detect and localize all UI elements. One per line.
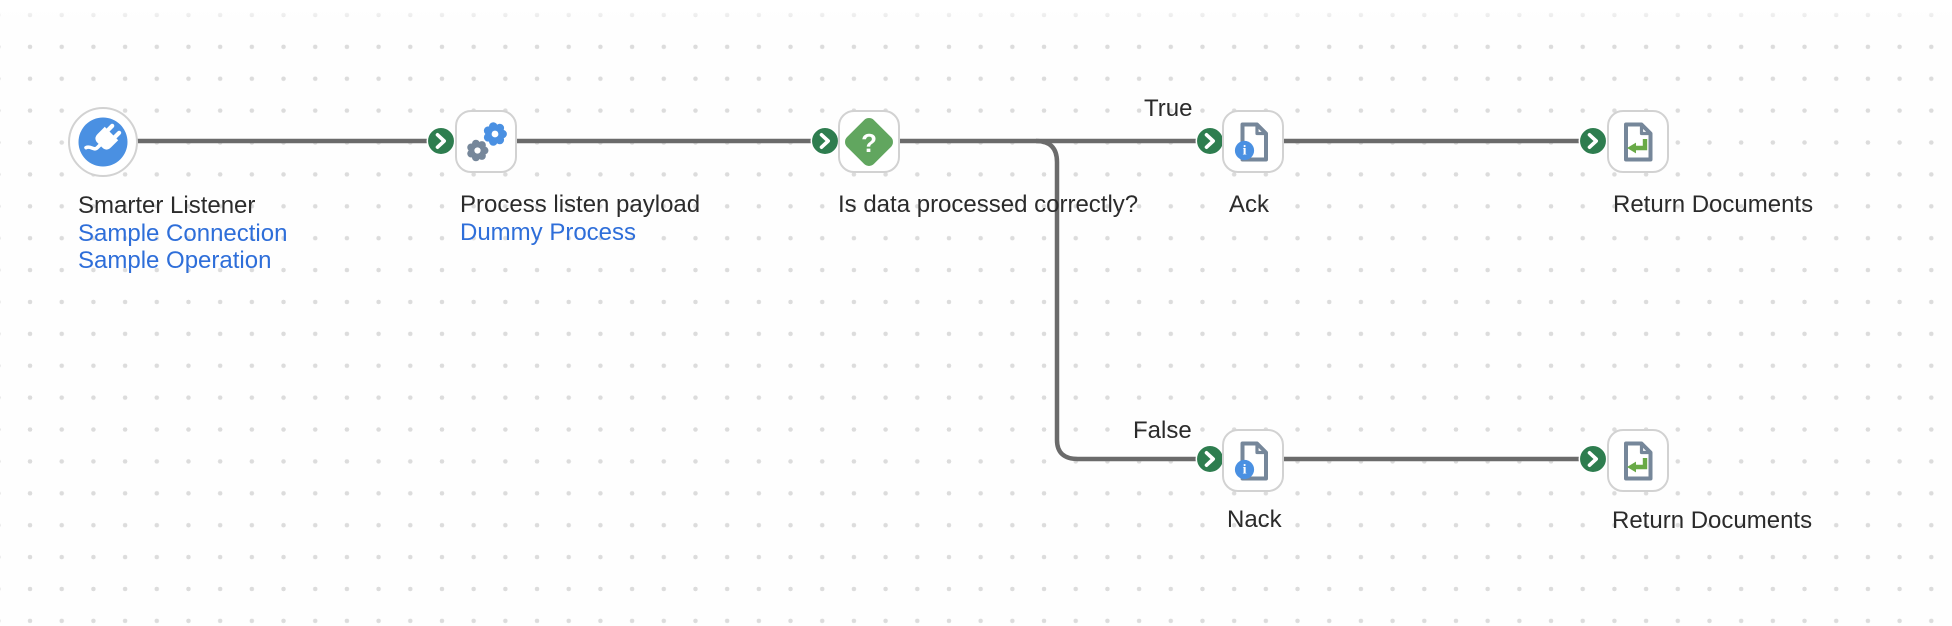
branch-label-true: True — [1144, 95, 1193, 122]
document-return-icon — [1624, 441, 1653, 480]
node-smarter-listener[interactable] — [68, 107, 138, 177]
svg-text:i: i — [1243, 143, 1247, 158]
svg-text:?: ? — [861, 128, 877, 158]
input-connector-return-bottom[interactable] — [1578, 444, 1608, 474]
label-return-documents-top: Return Documents — [1613, 191, 1813, 219]
label-process-listen-payload: Process listen payload Dummy Process — [460, 191, 700, 246]
node-title: Is data processed correctly? — [838, 191, 1139, 218]
branch-label-false: False — [1133, 417, 1192, 444]
chevron-right-icon — [1587, 133, 1598, 149]
input-connector-nack[interactable] — [1195, 444, 1225, 474]
gears-icon — [467, 121, 507, 161]
plug-icon — [78, 117, 128, 167]
node-nack[interactable]: i — [1222, 429, 1284, 492]
process-link[interactable]: Dummy Process — [460, 218, 637, 246]
chevron-right-icon — [1587, 451, 1598, 467]
node-decision[interactable]: ? — [838, 110, 900, 173]
label-ack: Ack — [1229, 191, 1269, 219]
label-smarter-listener: Smarter Listener Sample Connection Sampl… — [78, 192, 287, 275]
node-title: Ack — [1229, 191, 1270, 218]
label-decision: Is data processed correctly? — [838, 191, 1138, 219]
input-connector-ack[interactable] — [1195, 126, 1225, 156]
node-ack[interactable]: i — [1222, 110, 1284, 173]
node-title: Return Documents — [1613, 191, 1814, 218]
node-title: Return Documents — [1612, 507, 1813, 534]
input-connector-process[interactable] — [426, 126, 456, 156]
connection-link[interactable]: Sample Connection — [78, 219, 288, 247]
operation-link[interactable]: Sample Operation — [78, 247, 272, 274]
chevron-right-icon — [1204, 133, 1215, 149]
document-info-icon: i — [1234, 441, 1268, 480]
document-return-icon — [1624, 122, 1653, 161]
chevron-right-icon — [1204, 451, 1215, 467]
node-title: Process listen payload — [460, 191, 701, 218]
svg-text:i: i — [1243, 462, 1247, 477]
node-title: Smarter Listener — [78, 192, 256, 219]
chevron-right-icon — [819, 133, 830, 149]
node-return-documents-bottom[interactable] — [1607, 429, 1669, 492]
label-nack: Nack — [1227, 506, 1282, 534]
input-connector-return-top[interactable] — [1578, 126, 1608, 156]
node-title: Nack — [1227, 506, 1282, 533]
label-return-documents-bottom: Return Documents — [1612, 507, 1812, 535]
chevron-right-icon — [435, 133, 446, 149]
document-info-icon: i — [1234, 122, 1268, 161]
node-process-listen-payload[interactable] — [455, 110, 517, 173]
decision-question-icon: ? — [845, 117, 893, 166]
node-return-documents-top[interactable] — [1607, 110, 1669, 173]
input-connector-decision[interactable] — [810, 126, 840, 156]
wire-decision-false-branch — [1035, 138, 1212, 462]
